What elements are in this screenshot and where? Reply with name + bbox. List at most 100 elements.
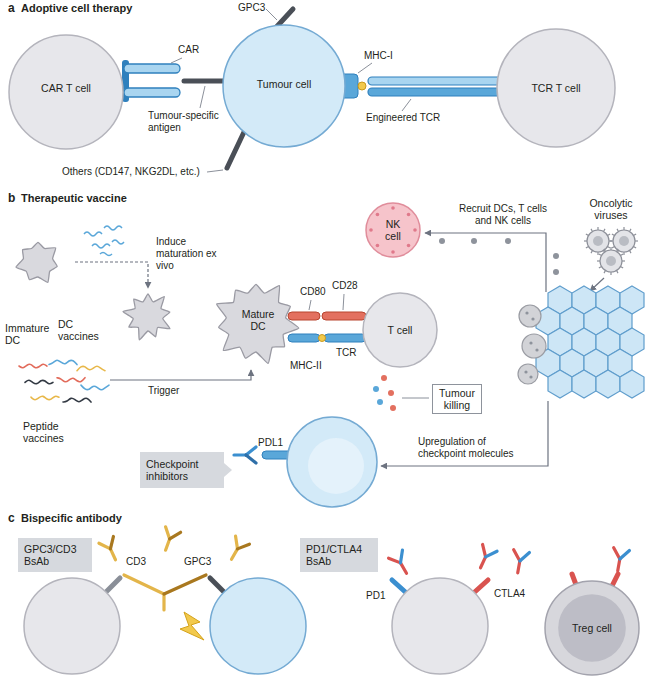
node-text: Oncolytic viruses bbox=[576, 197, 646, 221]
bispecific-antibody bbox=[610, 548, 630, 572]
dendritic-cell-outline bbox=[217, 284, 299, 363]
node-text: GPC3/CD3 BsAb bbox=[24, 543, 86, 567]
engineered-tcr bbox=[368, 88, 502, 96]
text-block: Tumour killing bbox=[438, 387, 476, 411]
callout-box: GPC3/CD3 BsAb bbox=[18, 538, 92, 572]
engineered-tcr bbox=[368, 77, 502, 85]
panel-title: Adoptive cell therapy bbox=[21, 2, 132, 15]
molecule-label: CD28 bbox=[332, 280, 358, 292]
bispecific-antibody bbox=[99, 527, 629, 577]
peptide-strand bbox=[49, 360, 77, 364]
cell-outline bbox=[223, 25, 345, 147]
cytokine-dots bbox=[505, 238, 511, 244]
leader-line bbox=[207, 170, 223, 172]
t-cell bbox=[24, 578, 488, 674]
apoptotic-fragment bbox=[525, 311, 528, 314]
co-stimulation-receptor bbox=[288, 312, 320, 320]
molecule-label: GPC3 bbox=[184, 556, 211, 568]
bispecific-antibody bbox=[158, 527, 181, 553]
node-text: CAR T cell bbox=[18, 82, 114, 94]
car-receptor bbox=[122, 60, 180, 102]
apoptotic-fragment bbox=[529, 375, 532, 378]
t-cell: CAR T cell bbox=[8, 34, 124, 150]
text-block: TCR T cell bbox=[508, 82, 604, 94]
callout-box: PD1/CTLA4 BsAb bbox=[300, 538, 378, 572]
molecule-label: PD1 bbox=[366, 590, 385, 602]
tumour-mass bbox=[572, 370, 596, 398]
apoptotic-fragment bbox=[529, 341, 532, 344]
tumour-cell bbox=[287, 417, 377, 507]
dendritic-cell: Mature DC bbox=[205, 270, 311, 370]
leader-line bbox=[309, 300, 311, 310]
edge-label: Induce maturation ex vivo bbox=[156, 236, 218, 272]
tumour-cell: Tumour cell bbox=[222, 24, 346, 148]
cytotoxic-granules bbox=[373, 386, 379, 392]
tumour-cell bbox=[210, 578, 306, 674]
car-receptor bbox=[124, 88, 180, 97]
dendritic-cell-outline bbox=[16, 242, 57, 282]
cytotoxic-granules bbox=[390, 405, 396, 411]
leader-line bbox=[358, 63, 372, 73]
cell-outline bbox=[363, 293, 437, 367]
panel-letter: a bbox=[8, 1, 15, 15]
flow-arrow bbox=[75, 262, 148, 288]
molecule-label: CD80 bbox=[300, 286, 326, 298]
process-note: Recruit DCs, T cells and NK cells bbox=[458, 203, 548, 227]
peptide-strand bbox=[63, 398, 91, 402]
leader-line bbox=[266, 9, 277, 20]
text-block: Checkpoint inhibitors bbox=[146, 458, 218, 482]
text-block: Peptide vaccines bbox=[23, 420, 79, 444]
maturation-signals bbox=[100, 253, 112, 256]
bispecific-antibody bbox=[99, 536, 123, 563]
apoptotic-fragment bbox=[524, 311, 538, 378]
killing-bolt bbox=[180, 612, 204, 640]
node-text: Peptide vaccines bbox=[23, 420, 79, 444]
molecule-label: CD3 bbox=[126, 556, 146, 568]
bispecific-bridge bbox=[124, 575, 164, 610]
granule-dot bbox=[369, 228, 373, 232]
bispecific-antibody bbox=[389, 550, 414, 577]
cell-outline bbox=[366, 203, 420, 257]
mhc-class-i bbox=[358, 82, 366, 90]
text-block: Tumour cell bbox=[234, 78, 334, 90]
bispecific-bridge bbox=[164, 575, 206, 594]
granule-dot bbox=[413, 228, 417, 232]
antigen-presentation bbox=[288, 334, 320, 342]
apoptotic-fragment bbox=[535, 348, 538, 351]
tumour-cell bbox=[210, 578, 306, 674]
peptide-strand bbox=[77, 366, 105, 371]
cytokine-dots bbox=[439, 238, 445, 244]
tumour-mass bbox=[536, 286, 644, 398]
co-stimulation-receptor bbox=[322, 312, 366, 320]
text-block: Treg cell bbox=[557, 622, 627, 634]
tumour-cell bbox=[287, 417, 377, 507]
molecule-label: CTLA4 bbox=[494, 588, 525, 600]
dendritic-cell: DC vaccines bbox=[55, 288, 183, 348]
edge-label: Trigger bbox=[148, 385, 179, 397]
leader-line bbox=[171, 58, 182, 63]
panel-title: Bispecific antibody bbox=[21, 512, 122, 525]
text-block: NK cell bbox=[378, 218, 408, 242]
antigen-presentation bbox=[319, 335, 326, 342]
panel-letter: c bbox=[8, 511, 15, 525]
cytotoxic-granules bbox=[388, 390, 394, 396]
text-block: T cell bbox=[370, 324, 430, 336]
peptide-strand bbox=[57, 378, 85, 382]
bispecific-bridge bbox=[124, 575, 206, 610]
text-block: PD1/CTLA4 BsAb bbox=[306, 543, 372, 567]
panel-title: Therapeutic vaccine bbox=[21, 192, 127, 205]
node-text: Tumour cell bbox=[234, 78, 334, 90]
node-text: Mature DC bbox=[237, 308, 279, 332]
text-block: GPC3/CD3 BsAb bbox=[24, 543, 86, 567]
leader-line bbox=[343, 294, 344, 310]
cytotoxic-granules bbox=[373, 375, 396, 411]
oncolytic-virus: Oncolytic viruses bbox=[572, 195, 650, 275]
text-block: Immature DC bbox=[5, 322, 61, 346]
tumour-antigen bbox=[227, 132, 244, 168]
dying-tumour-cell bbox=[518, 364, 538, 384]
bispecific-antibody bbox=[225, 536, 250, 563]
t-cell bbox=[392, 578, 488, 674]
nk-cell: NK cell bbox=[365, 202, 421, 258]
t-cell: T cell bbox=[362, 292, 438, 368]
